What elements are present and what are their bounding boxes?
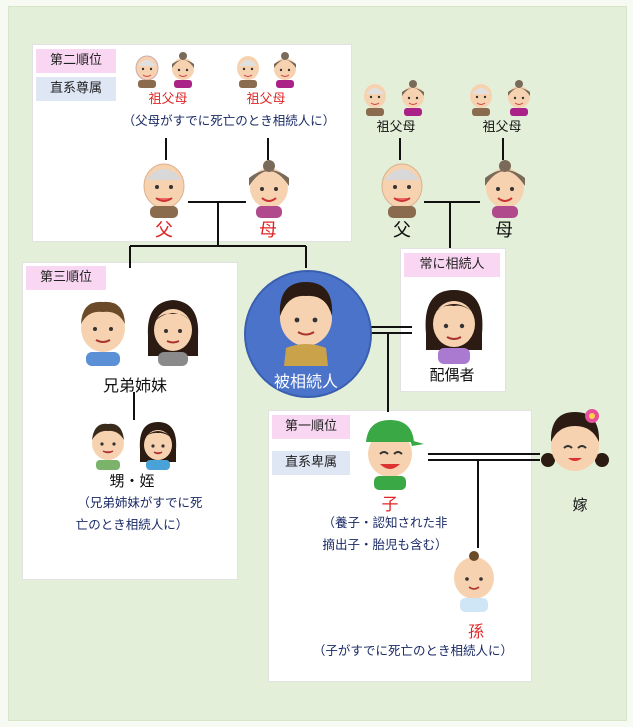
daughter-in-law-label: 嫁	[572, 496, 588, 514]
daughter-in-law-icon	[541, 409, 609, 471]
child-icon	[366, 420, 424, 490]
decedent-icon	[279, 282, 333, 366]
father-label-right: 父	[393, 220, 411, 241]
nephew-icon	[92, 423, 124, 470]
grandparents-note: （父母がすでに死亡のとき相続人に）	[122, 113, 336, 128]
grandchild-label: 孫	[467, 622, 484, 641]
child-label: 子	[381, 495, 399, 515]
grandmother-icon	[402, 80, 424, 116]
grandfather-icon	[237, 56, 259, 88]
grandparents-label-left-2: 祖父母	[246, 92, 286, 107]
sister-icon	[147, 300, 199, 366]
siblings-label: 兄弟姉妹	[102, 376, 167, 395]
mother-label-right: 母	[495, 220, 513, 241]
father-icon	[143, 163, 185, 218]
grandparents-label-left-1: 祖父母	[148, 92, 188, 107]
grandfather-icon	[364, 84, 386, 116]
nephew-niece-label: 甥・姪	[109, 472, 155, 490]
third-rank-tag: 第三順位	[26, 266, 106, 290]
decedent-label: 被相続人	[273, 372, 338, 391]
second-rank-tag: 第二順位	[36, 49, 116, 73]
nephew-note-line1: （兄弟姉妹がすでに死	[77, 495, 203, 510]
grandparents-label-right-2: 祖父母	[482, 120, 522, 135]
mother-label-left: 母	[259, 220, 277, 241]
nephew-note-line2: 亡のとき相続人に）	[75, 517, 189, 532]
grandmother-icon	[508, 80, 530, 116]
grandfather-icon	[470, 84, 492, 116]
spouse-label: 配偶者	[429, 366, 475, 384]
grandmother-icon	[274, 52, 296, 88]
third-rank-panel	[22, 262, 238, 580]
grandmother-icon	[172, 52, 194, 88]
grandfather-icon	[135, 55, 159, 88]
spouse-icon	[425, 290, 483, 364]
brother-icon	[81, 301, 125, 366]
first-rank-tag: 第一順位	[272, 415, 350, 439]
mother-icon	[249, 160, 289, 218]
direct-descendant-tag: 直系卑属	[272, 451, 350, 475]
father-label-left: 父	[155, 220, 173, 241]
grandparents-label-right-1: 祖父母	[376, 120, 416, 135]
niece-icon	[139, 422, 177, 470]
child-note-line2: 摘出子・胎児も含む）	[322, 537, 448, 552]
child-note-line1: （養子・認知された非	[322, 515, 448, 530]
always-heir-tag: 常に相続人	[404, 253, 500, 277]
father-icon	[381, 163, 423, 218]
mother-icon	[485, 160, 525, 218]
grandchild-icon	[454, 551, 494, 612]
direct-ascendant-tag: 直系尊属	[36, 77, 116, 101]
grandchild-note: （子がすでに死亡のとき相続人に）	[312, 643, 514, 658]
